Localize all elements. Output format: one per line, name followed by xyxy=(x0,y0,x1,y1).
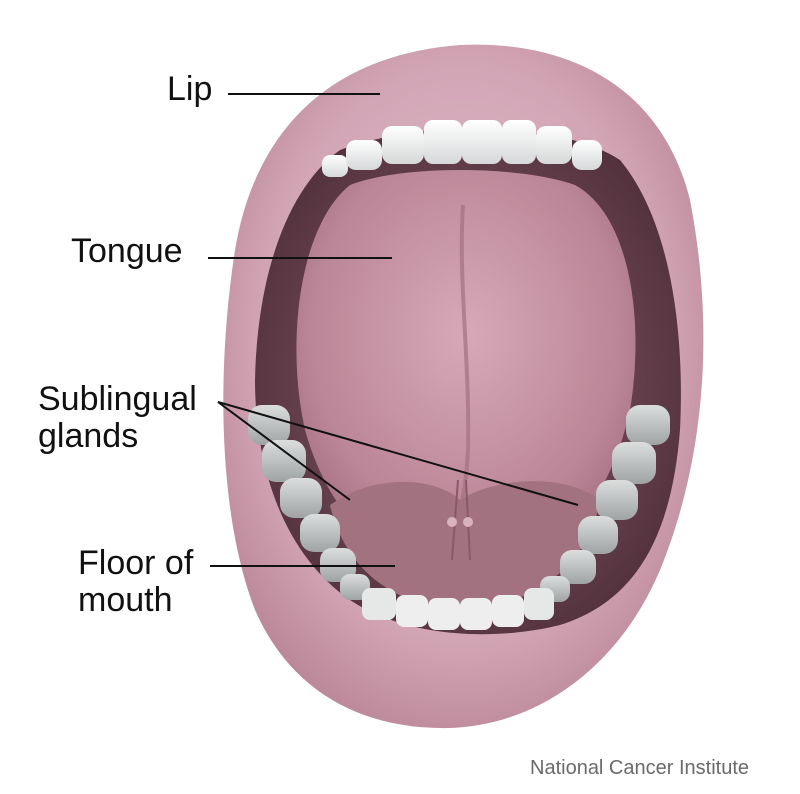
leader-line-sublingual-right xyxy=(217,401,579,506)
label-tongue: Tongue xyxy=(71,232,183,270)
upper-teeth xyxy=(322,120,602,177)
floor-of-mouth xyxy=(330,481,600,610)
label-sublingual-line1: Sublingual xyxy=(38,380,197,418)
sublingual-papilla-left xyxy=(447,517,457,527)
label-floor-line2: mouth xyxy=(78,581,173,619)
sublingual-papilla-right xyxy=(463,517,473,527)
credit-text: National Cancer Institute xyxy=(530,757,750,779)
lower-front-teeth xyxy=(362,588,554,630)
lower-left-teeth xyxy=(248,405,370,600)
label-sublingual-line2: glands xyxy=(38,417,139,455)
label-floor-line1: Floor of xyxy=(78,544,194,582)
leader-line-sublingual-left xyxy=(217,401,351,501)
label-lip: Lip xyxy=(167,70,213,108)
